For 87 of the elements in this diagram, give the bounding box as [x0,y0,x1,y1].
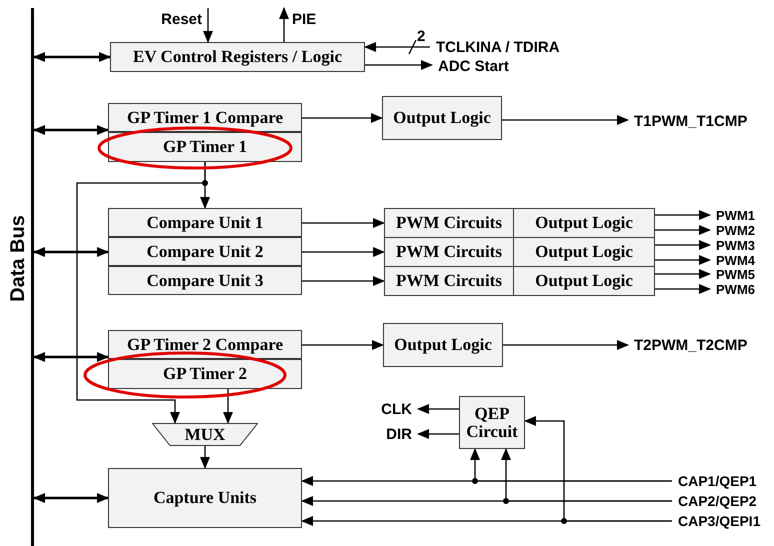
block-label: GP Timer 2 [162,365,248,383]
arrow [364,42,430,52]
signal-label: ADC Start [432,57,532,75]
arrow [470,448,672,482]
block-box [108,359,302,389]
arrow [33,493,109,503]
signal-label: PWM5 [710,267,774,282]
block-label: PWM Circuits [396,214,502,232]
block-box [382,96,502,140]
data-bus-line [8,8,34,546]
signal-label: T1PWM_T1CMP [628,111,768,131]
block-box [108,132,302,162]
block-label: Compare Unit 1 [146,214,264,232]
bus-width-label: 2 [417,28,426,45]
arrow [655,240,711,250]
block-label: Compare Unit 2 [146,242,264,260]
arrow [223,389,233,424]
block-box [108,468,302,528]
block-box [513,237,655,267]
signal-label: PWM6 [710,282,774,297]
block-box [108,208,302,237]
signal-label: PWM3 [710,238,774,253]
block-box [110,42,365,72]
arrow [33,352,109,362]
arrow [76,162,206,424]
block-label: QEP Circuit [465,404,519,440]
arrow [203,8,213,43]
bus-label: Data Bus [6,214,30,302]
arrow [655,225,711,235]
signal-label: T2PWM_T2CMP [628,335,773,355]
arrow [33,125,109,135]
arrow [501,448,672,502]
block-label: EV Control Registers / Logic [132,48,342,66]
signal-label: Reset [140,8,208,30]
arrow [524,416,672,522]
arrow [279,7,289,42]
arrow [302,113,383,123]
block-label: GP Timer 2 Compare [127,336,283,354]
signal-label: CAP1/QEP1 [672,471,774,491]
arrow [200,446,210,469]
signal-label: TCLKINA / TDIRA [430,38,600,56]
block-box [383,323,503,367]
arrow [655,255,711,265]
block-box [108,330,302,359]
block-label: PWM Circuits [396,272,502,290]
block-label: Output Logic [535,243,633,261]
block-box [513,266,655,296]
signal-label: PWM2 [710,223,774,238]
block-label: GP Timer 1 [162,138,248,156]
arrow [33,52,111,62]
block-box [108,237,302,266]
arrow [302,340,384,350]
arrow [302,218,385,228]
arrow [302,247,385,257]
arrow [503,340,629,350]
block-label: PWM Circuits [396,243,502,261]
block-label: Output Logic [535,214,633,232]
block-box [108,266,302,295]
block-label: Capture Units [153,489,257,507]
arrow [417,404,459,414]
arrow [302,276,385,286]
arrow [502,115,629,125]
signal-label: CAP2/QEP2 [672,491,774,511]
signal-label: PWM4 [710,253,774,268]
block-box [384,208,514,238]
block-label: Output Logic [535,272,633,290]
arrow [655,210,711,220]
block-label: MUX [184,424,226,444]
block-box [108,103,302,132]
block-label: Compare Unit 3 [146,272,264,290]
block-box [384,266,514,296]
signal-label: CLK [370,399,418,419]
signal-label: CAP3/QEPI1 [672,511,774,531]
block-label: GP Timer 1 Compare [127,108,283,126]
arrow [655,284,711,294]
block-label: Output Logic [393,109,491,127]
signal-label: DIR [370,424,418,444]
arrow [417,429,459,439]
arrow [655,269,711,279]
block-box [459,396,525,449]
block-label: Output Logic [394,336,492,354]
block-box [513,208,655,238]
signal-label: PIE [278,8,340,30]
signal-label: PWM1 [710,208,774,223]
arrow [365,60,433,70]
arrow [33,247,109,257]
block-box [384,237,514,267]
